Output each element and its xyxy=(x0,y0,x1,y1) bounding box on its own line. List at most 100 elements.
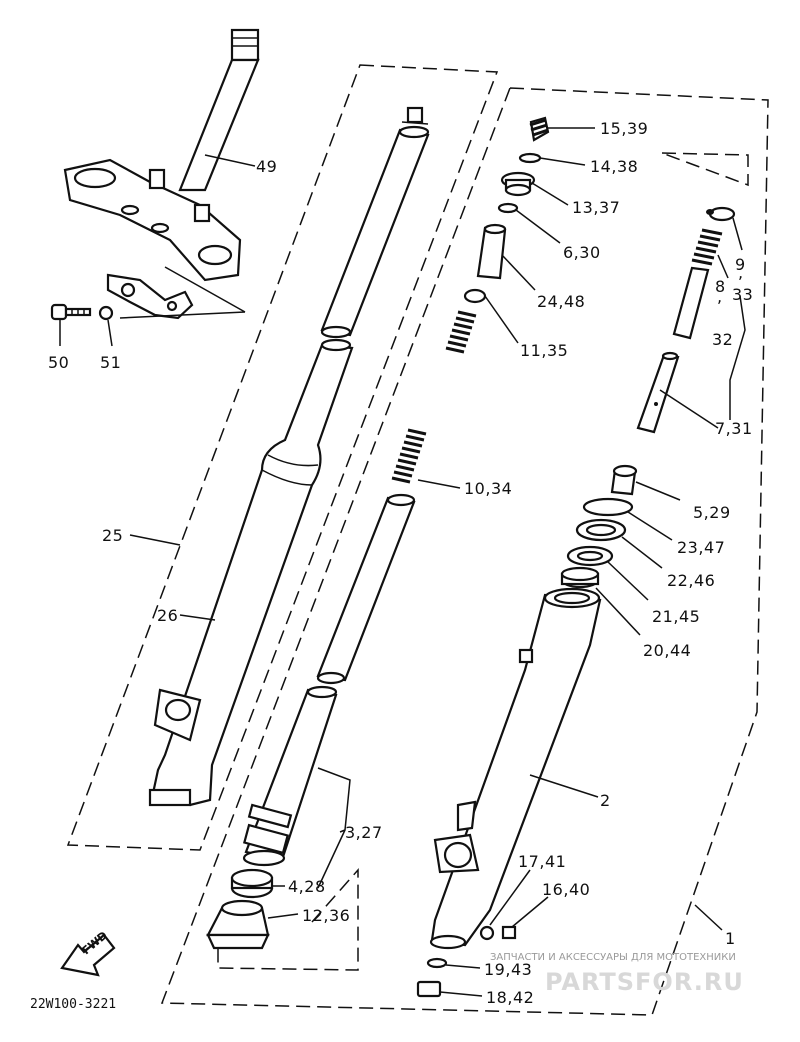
label-12-36: 12,36 xyxy=(302,906,350,925)
leader-6-30 xyxy=(515,209,561,244)
bushing-9-33 xyxy=(706,206,736,222)
label-1: 1 xyxy=(725,929,736,948)
oil-lock-piece-5-29 xyxy=(610,464,638,496)
leader-7-31a xyxy=(659,389,719,429)
label-25: 25 xyxy=(102,526,123,545)
leader-18-42 xyxy=(439,991,483,997)
ring-20-44 xyxy=(560,566,600,589)
leader-19-43 xyxy=(445,964,481,969)
spring-10-34 xyxy=(391,428,427,484)
drawing-code: 22W100-3221 xyxy=(30,997,116,1012)
label-5-29: 5,29 xyxy=(693,503,731,522)
leader-10-34 xyxy=(417,479,461,489)
leader-3-27 xyxy=(317,767,351,889)
label-9-comma: , xyxy=(738,263,744,282)
label-23-47: 23,47 xyxy=(677,538,725,557)
handlebar-clamp xyxy=(106,273,194,320)
leader-16-40 xyxy=(511,896,549,928)
label-8: 8 xyxy=(715,277,726,296)
leader-17-41 xyxy=(489,869,531,926)
label-10-34: 10,34 xyxy=(464,479,512,498)
leader-13-37 xyxy=(531,182,569,206)
label-18-42: 18,42 xyxy=(486,988,534,1007)
leader-22-46 xyxy=(621,536,663,569)
leader-7-31b xyxy=(729,295,746,420)
screw-16-40 xyxy=(501,925,517,940)
leader-24-48 xyxy=(501,254,536,291)
washer-17-41 xyxy=(479,925,495,941)
label-11-35: 11,35 xyxy=(520,341,568,360)
cap-13-37 xyxy=(500,171,536,197)
leader-23-47 xyxy=(627,511,673,541)
ring-4-28 xyxy=(230,868,274,899)
label-51: 51 xyxy=(100,353,121,372)
label-17-41: 17,41 xyxy=(518,852,566,871)
clip-21-45 xyxy=(566,545,614,567)
label-14-38: 14,38 xyxy=(590,157,638,176)
group-outline-fork-assembly xyxy=(160,87,769,1016)
label-50: 50 xyxy=(48,353,69,372)
dust-seal-12-36 xyxy=(206,899,270,950)
outer-tube-26 xyxy=(148,338,354,807)
leader-5-29 xyxy=(635,481,681,501)
inner-tube-lower xyxy=(316,493,416,685)
bolt-50 xyxy=(50,303,92,321)
leader-8-32 xyxy=(717,254,729,279)
washer-23-47 xyxy=(582,497,634,517)
spacer-24-48 xyxy=(476,223,507,280)
washer-51 xyxy=(98,305,114,321)
leader-49 xyxy=(204,154,256,167)
rebound-spring-8-32 xyxy=(672,228,723,340)
leader-20-44 xyxy=(595,587,641,636)
leader-clamp-a xyxy=(164,266,246,313)
label-21-45: 21,45 xyxy=(652,607,700,626)
seat-11-35 xyxy=(463,288,487,304)
label-7-31: 7,31 xyxy=(715,419,753,438)
bolt-18-42 xyxy=(416,980,442,998)
fwd-arrow-icon: FWD xyxy=(60,929,116,977)
inner-tube-upper xyxy=(320,106,430,339)
label-32: 32 xyxy=(712,330,733,349)
label-26: 26 xyxy=(157,606,178,625)
group-outline-outer-tube xyxy=(66,64,499,851)
watermark-subtitle: ЗАПЧАСТИ И АКСЕССУАРЫ ДЛЯ МОТОТЕХНИКИ xyxy=(490,952,736,963)
leader-11-35 xyxy=(484,295,519,344)
group-outline-damper-rod xyxy=(661,152,749,187)
label-33: 33 xyxy=(732,285,753,304)
watermark-brand: PARTSFOR.RU xyxy=(545,968,744,996)
o-ring-14-38 xyxy=(518,152,542,164)
label-20-44: 20,44 xyxy=(643,641,691,660)
label-49: 49 xyxy=(256,157,277,176)
label-13-37: 13,37 xyxy=(572,198,620,217)
cap-bolt-15-39 xyxy=(529,116,550,142)
under-bracket-stem xyxy=(63,28,260,282)
label-6-30: 6,30 xyxy=(563,243,601,262)
leader-21-45 xyxy=(607,561,649,601)
leader-12-36 xyxy=(267,913,299,919)
label-16-40: 16,40 xyxy=(542,880,590,899)
leader-9-33 xyxy=(732,217,743,251)
leader-51 xyxy=(107,319,113,347)
label-3-27: 3,27 xyxy=(345,823,383,842)
label-15-39: 15,39 xyxy=(600,119,648,138)
seal-group-outline xyxy=(217,868,359,971)
leader-26 xyxy=(179,614,216,621)
leader-1 xyxy=(694,904,723,931)
spring-upper xyxy=(445,310,477,354)
leader-2 xyxy=(529,774,599,798)
label-4-28: 4,28 xyxy=(288,877,326,896)
label-19-43: 19,43 xyxy=(484,960,532,979)
label-9: 9 xyxy=(735,255,746,274)
label-24-48: 24,48 xyxy=(537,292,585,311)
oil-seal-22-46 xyxy=(575,518,627,542)
slide-tube-3-27 xyxy=(242,685,338,867)
label-22-46: 22,46 xyxy=(667,571,715,590)
label-8-comma: , xyxy=(717,287,723,306)
o-ring-6-30 xyxy=(497,202,519,214)
label-2: 2 xyxy=(600,791,611,810)
leader-clamp-b xyxy=(119,311,246,319)
leader-14-38 xyxy=(539,157,586,166)
outer-tube-2 xyxy=(429,587,602,950)
leader-25 xyxy=(129,534,181,546)
